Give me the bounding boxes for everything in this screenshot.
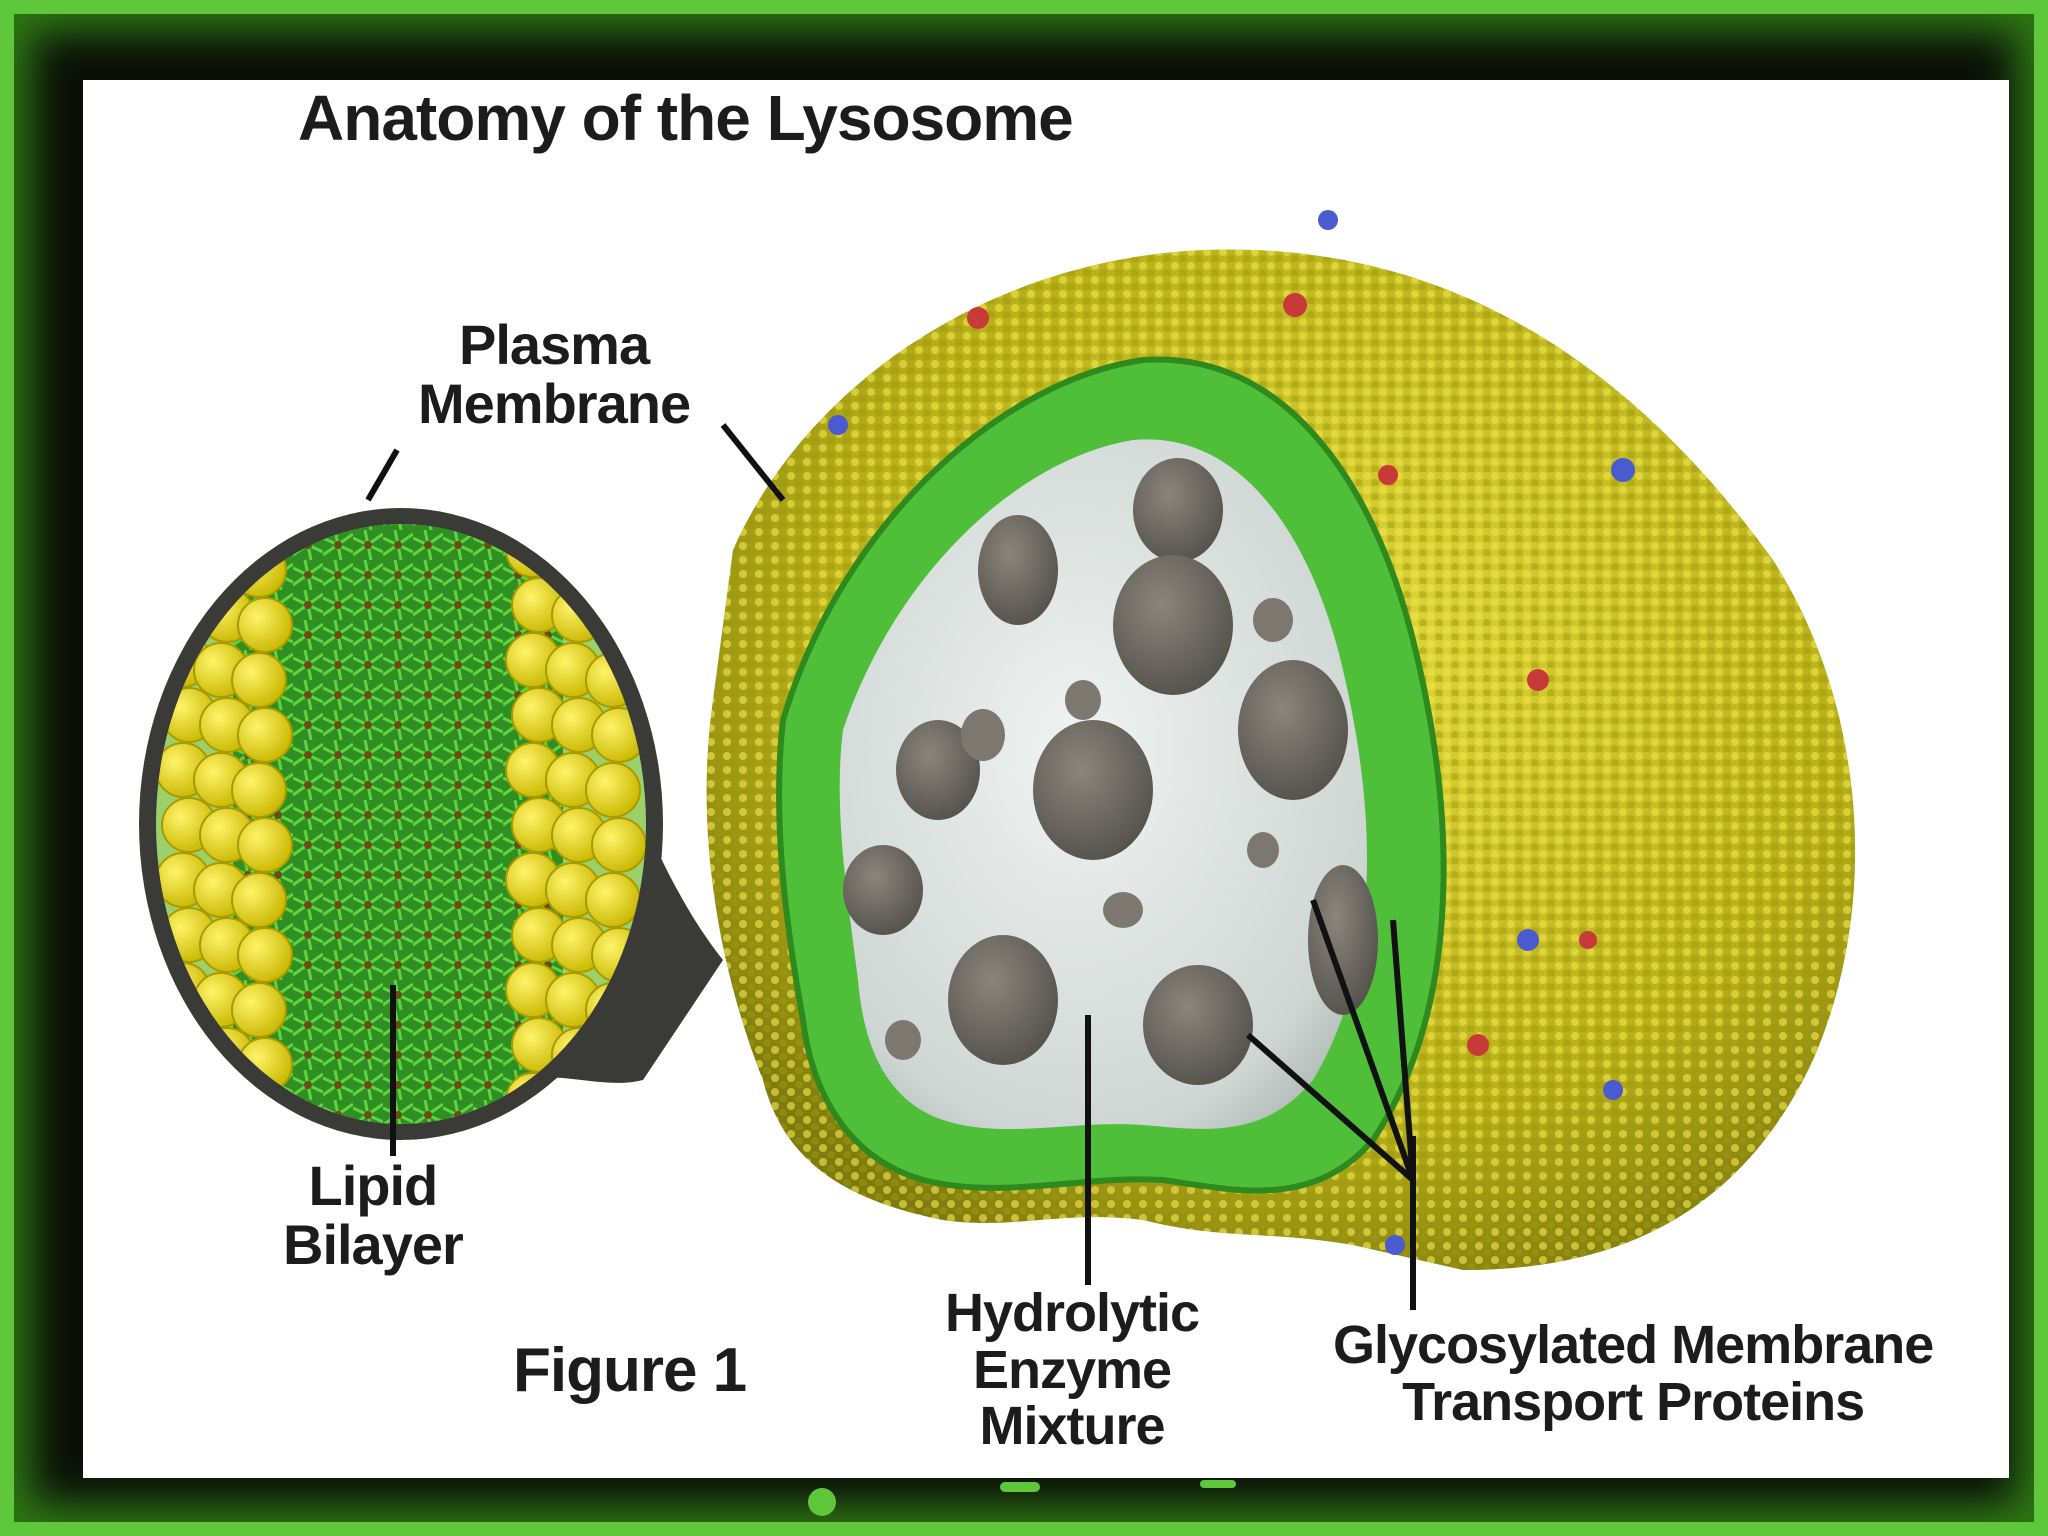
- label-line: Hydrolytic: [945, 1285, 1199, 1342]
- lipid-head: [238, 598, 292, 652]
- lipid-head: [586, 763, 640, 817]
- page-title: Anatomy of the Lysosome: [298, 85, 1073, 152]
- lipid-head: [156, 523, 210, 577]
- lipid-head: [232, 653, 286, 707]
- lipid-head: [238, 928, 292, 982]
- lipid-head: [238, 818, 292, 872]
- label-plasma-membrane: Plasma Membrane: [418, 316, 690, 434]
- label-hydrolytic-enzyme-mixture: Hydrolytic Enzyme Mixture: [945, 1285, 1199, 1455]
- bottom-decoration: [0, 1472, 2048, 1536]
- lipid-head: [592, 818, 646, 872]
- lipid-head: [232, 873, 286, 927]
- lipid-head: [194, 1083, 248, 1137]
- lipid-head: [156, 1073, 210, 1127]
- lipid-head: [232, 763, 286, 817]
- lipid-head: [586, 543, 640, 597]
- figure-caption: Figure 1: [513, 1338, 746, 1403]
- label-line: Bilayer: [283, 1216, 463, 1275]
- label-line: Plasma: [418, 316, 690, 375]
- label-line: Mixture: [945, 1398, 1199, 1455]
- lipid-head: [238, 708, 292, 762]
- label-lipid-bilayer: Lipid Bilayer: [283, 1157, 463, 1275]
- label-glycosylated-proteins: Glycosylated Membrane Transport Proteins: [1333, 1317, 1933, 1430]
- label-line: Transport Proteins: [1333, 1374, 1933, 1431]
- label-line: Lipid: [283, 1157, 463, 1216]
- lipid-head: [232, 983, 286, 1037]
- lipid-head: [546, 1083, 600, 1137]
- lipid-head: [586, 1093, 640, 1147]
- diagram-panel: Anatomy of the Lysosome Plasma Membrane …: [83, 80, 2009, 1478]
- lipid-head: [586, 873, 640, 927]
- slide-frame: Anatomy of the Lysosome Plasma Membrane …: [14, 14, 2034, 1522]
- label-line: Enzyme: [945, 1342, 1199, 1399]
- label-line: Membrane: [418, 375, 690, 434]
- label-line: Glycosylated Membrane: [1333, 1317, 1933, 1374]
